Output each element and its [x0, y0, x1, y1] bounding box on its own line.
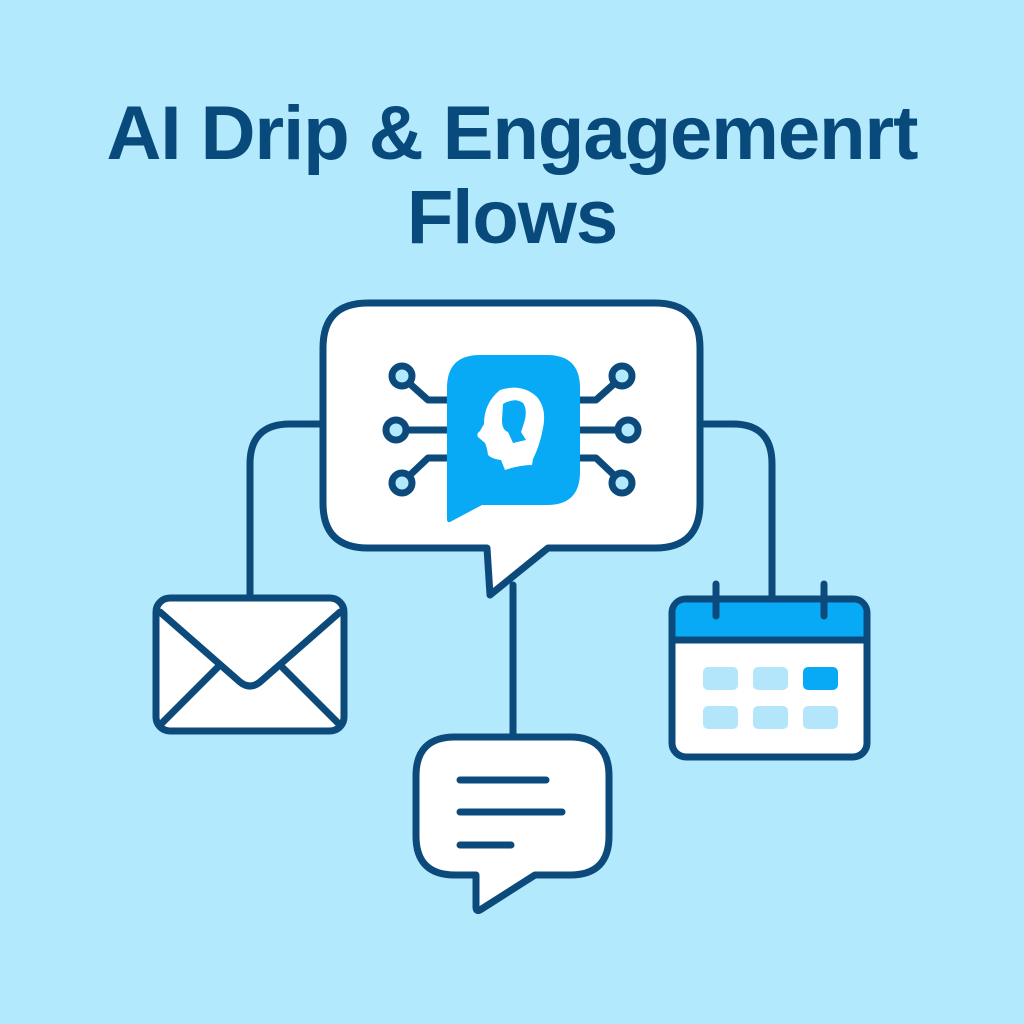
- calendar-highlighted-day: [803, 667, 838, 690]
- connector-lines: [246, 420, 776, 741]
- envelope-flap: [156, 608, 344, 690]
- email-node[interactable]: [152, 594, 348, 735]
- calendar-node[interactable]: [668, 580, 871, 761]
- page-title: AI Drip & Engagemenrt Flows: [0, 92, 1024, 260]
- ai-head-icon: [477, 387, 545, 470]
- title-line-1: AI Drip & Engagemenrt: [106, 91, 919, 176]
- calendar-pins: [712, 580, 828, 620]
- message-text-lines: [456, 776, 566, 849]
- circuit-icon: [403, 379, 621, 480]
- ai-hub-bubble: [319, 299, 704, 599]
- circuit-nodes: [382, 362, 642, 497]
- calendar-header: [675, 602, 864, 639]
- message-node[interactable]: [412, 733, 613, 915]
- calendar-day-tiles: [703, 667, 838, 729]
- connector-right: [693, 420, 776, 602]
- connector-left: [246, 420, 330, 602]
- chat-bubble-icon: [412, 733, 613, 915]
- envelope-icon: [152, 594, 348, 735]
- title-line-2: Flows: [406, 175, 618, 260]
